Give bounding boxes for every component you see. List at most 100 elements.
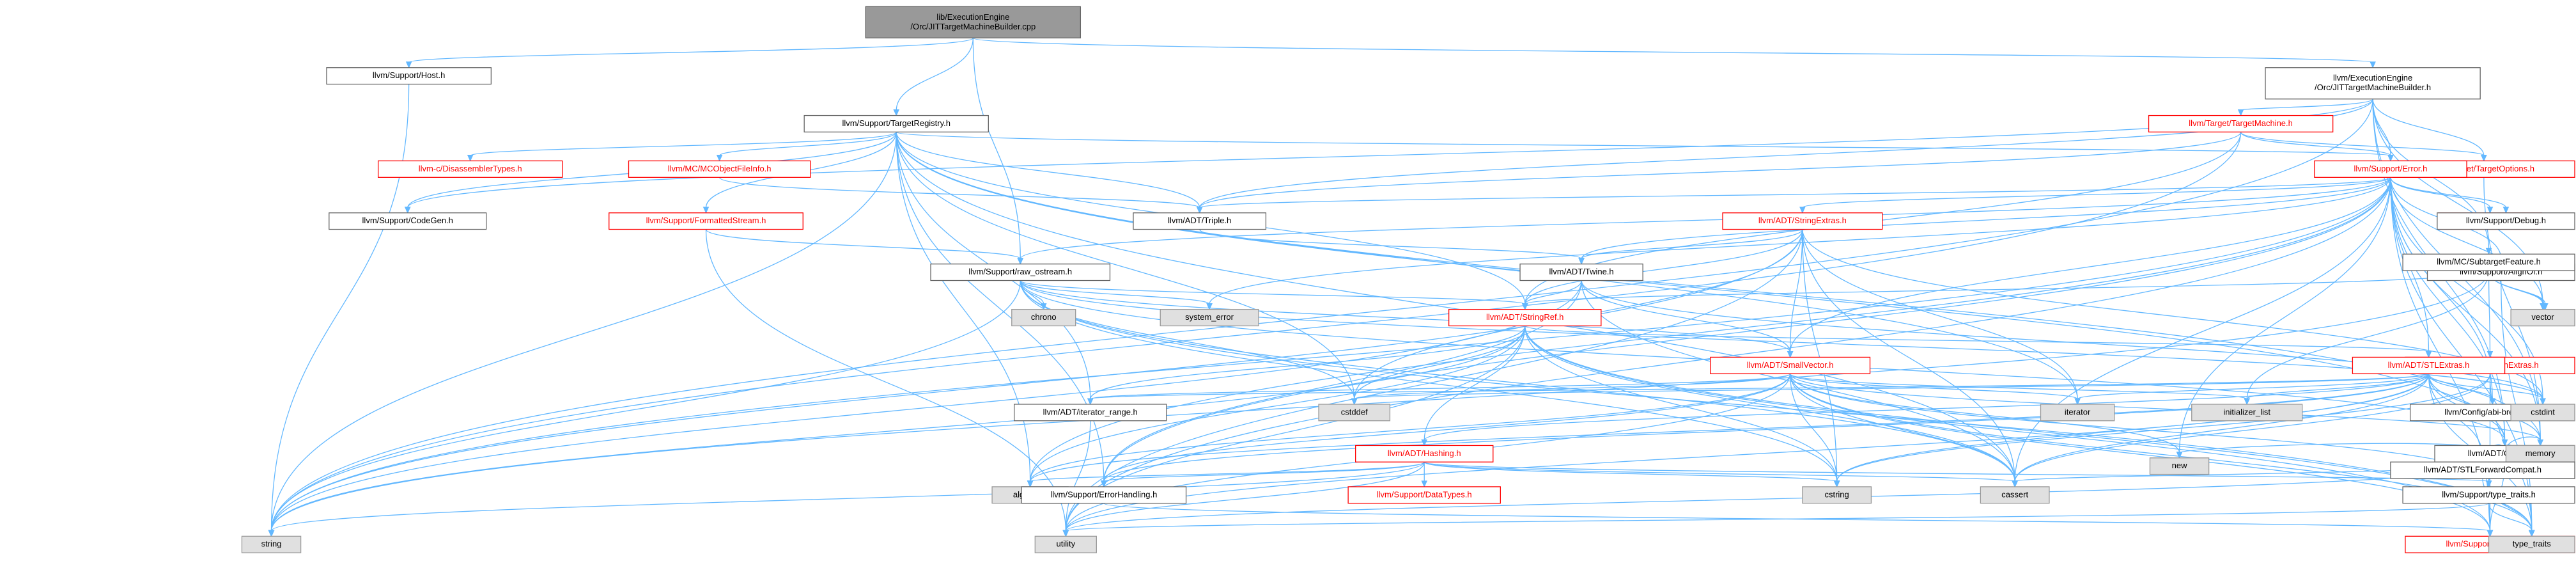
dependency-edge <box>1799 177 2391 214</box>
dependency-edge <box>1581 280 1794 358</box>
node-errhandling[interactable]: llvm/Support/ErrorHandling.h <box>1021 486 1187 504</box>
dependency-edge <box>1525 326 1840 488</box>
node-host[interactable]: llvm/Support/Host.h <box>326 67 492 85</box>
node-targetmachine[interactable]: llvm/Target/TargetMachine.h <box>2148 115 2334 133</box>
node-box <box>2510 404 2575 422</box>
dependency-edge <box>2487 271 2494 358</box>
node-type-traits: type_traits <box>2488 535 2575 553</box>
node-disasm[interactable]: llvm-c/DisassemblerTypes.h <box>377 160 563 178</box>
node-box <box>2191 404 2303 422</box>
node-root: lib/ExecutionEngine/Orc/JITTargetMachine… <box>865 6 1082 38</box>
node-label: llvm/MC/MCObjectFileInfo.h <box>668 164 772 173</box>
node-subtarget[interactable]: llvm/MC/SubtargetFeature.h <box>2402 253 2575 271</box>
node-box <box>1519 264 1643 281</box>
dependency-edge <box>2237 99 2373 116</box>
node-jtmb-h[interactable]: llvm/ExecutionEngine/Orc/JITTargetMachin… <box>2265 67 2481 100</box>
node-debug[interactable]: llvm/Support/Debug.h <box>2437 212 2575 230</box>
dependency-edge <box>2372 99 2487 162</box>
node-stlfwd[interactable]: llvm/ADT/STLForwardCompat.h <box>2390 461 2575 479</box>
node-label: initializer_list <box>2223 407 2270 416</box>
node-vector: vector <box>2510 308 2575 327</box>
node-box <box>628 160 811 178</box>
node-box <box>609 212 803 230</box>
dependency-edge <box>2012 374 2430 488</box>
node-box <box>2402 486 2575 504</box>
node-smallvector[interactable]: llvm/ADT/SmallVector.h <box>1710 356 1871 374</box>
dependency-edge <box>896 132 2508 446</box>
node-mcobj[interactable]: llvm/MC/MCObjectFileInfo.h <box>628 160 811 178</box>
node-label: memory <box>2526 448 2556 458</box>
node-stringref[interactable]: llvm/ADT/StringRef.h <box>1448 308 1602 327</box>
node-box <box>1011 308 1076 327</box>
node-box <box>2390 461 2575 479</box>
dependency-edge <box>1062 503 2490 537</box>
node-typetraits-h[interactable]: llvm/Support/type_traits.h <box>2402 486 2575 504</box>
node-label: llvm/ADT/STLExtras.h <box>2388 360 2470 370</box>
node-stringextras[interactable]: llvm/ADT/StringExtras.h <box>1722 212 1883 230</box>
node-rawostream[interactable]: llvm/Support/raw_ostream.h <box>930 264 1111 281</box>
node-iter-range[interactable]: llvm/ADT/iterator_range.h <box>1013 404 1167 422</box>
node-error[interactable]: llvm/Support/Error.h <box>2314 160 2467 178</box>
node-label: llvm/Support/FormattedStream.h <box>646 216 766 225</box>
node-label: string <box>261 539 282 549</box>
node-label: chrono <box>1031 312 1057 322</box>
node-formatted[interactable]: llvm/Support/FormattedStream.h <box>609 212 803 230</box>
node-label: llvm/Support/CodeGen.h <box>362 216 453 225</box>
node-box <box>2265 67 2481 100</box>
node-label: cstring <box>1824 489 1849 499</box>
node-system-error: system_error <box>1160 308 1259 327</box>
node-label: llvm/Support/type_traits.h <box>2442 489 2536 499</box>
node-label: llvm/ADT/STLForwardCompat.h <box>2424 465 2541 475</box>
node-box <box>1160 308 1259 327</box>
node-twine[interactable]: llvm/ADT/Twine.h <box>1519 264 1643 281</box>
node-memory: memory <box>2505 445 2575 462</box>
dependency-edge <box>1789 374 2494 537</box>
node-box <box>2148 115 2334 133</box>
node-box <box>2149 457 2210 475</box>
node-cstdint: cstdint <box>2510 404 2575 422</box>
dependency-edge <box>405 37 974 68</box>
dependency-edge <box>2240 132 2394 162</box>
dependency-edge <box>896 132 1203 214</box>
dependency-edge <box>1351 373 2430 406</box>
node-box <box>1354 445 1494 462</box>
dependency-edge <box>268 462 1425 537</box>
dependency-edge <box>2074 373 2430 406</box>
dependency-edge <box>972 37 2376 68</box>
dependency-edge <box>2012 177 2391 488</box>
dependency-edge <box>705 228 1024 265</box>
node-box <box>1980 486 2050 504</box>
node-box <box>1347 486 1501 504</box>
node-box <box>2488 535 2575 553</box>
dependency-edge <box>716 132 897 162</box>
node-label: llvm/MC/SubtargetFeature.h <box>2437 257 2541 267</box>
node-label: llvm/Support/ErrorHandling.h <box>1050 489 1157 499</box>
node-datatypes[interactable]: llvm/Support/DataTypes.h <box>1347 486 1501 504</box>
node-label: lib/ExecutionEngine <box>936 12 1009 22</box>
node-label: llvm/ADT/StringRef.h <box>1486 312 1563 322</box>
node-hashing[interactable]: llvm/ADT/Hashing.h <box>1354 445 1494 462</box>
dependency-edge <box>1101 461 1425 488</box>
node-label: llvm/ADT/iterator_range.h <box>1043 407 1138 416</box>
node-label: llvm-c/DisassemblerTypes.h <box>419 164 522 173</box>
dependency-edge <box>2428 374 2546 406</box>
node-box <box>1021 486 1187 504</box>
node-triple[interactable]: llvm/ADT/Triple.h <box>1133 212 1267 230</box>
node-box <box>329 212 487 230</box>
node-iterator: iterator <box>2040 404 2115 422</box>
dependency-edge <box>1789 374 2492 488</box>
node-codegen[interactable]: llvm/Support/CodeGen.h <box>329 212 487 230</box>
node-label: llvm/ADT/Hashing.h <box>1388 448 1461 458</box>
node-box <box>1013 404 1167 422</box>
dependency-edge <box>467 131 897 162</box>
dependency-edge <box>896 132 2543 446</box>
node-label: llvm/Support/Error.h <box>2354 164 2428 173</box>
node-targetregistry[interactable]: llvm/Support/TargetRegistry.h <box>803 115 989 133</box>
node-label: llvm/ADT/SmallVector.h <box>1747 360 1834 370</box>
dependency-edge <box>1017 177 2391 265</box>
node-label: utility <box>1057 539 1076 549</box>
dependency-edge <box>896 131 2394 162</box>
node-label: llvm/ADT/Twine.h <box>1549 267 1614 276</box>
node-init-list: initializer_list <box>2191 404 2303 422</box>
node-stlextras[interactable]: llvm/ADT/STLExtras.h <box>2352 356 2506 374</box>
